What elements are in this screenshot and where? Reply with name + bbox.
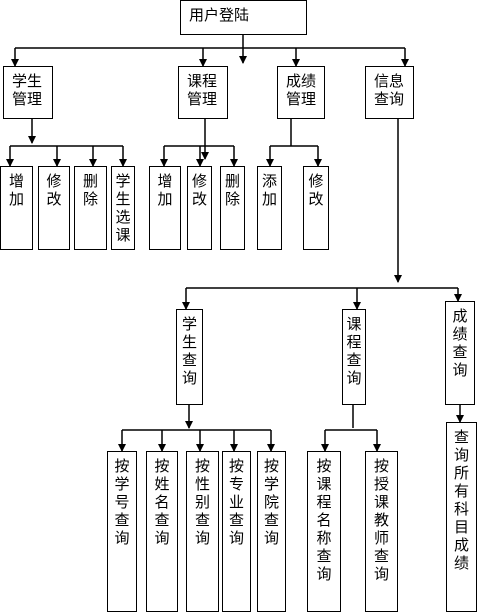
leaf-label: 按姓名查询 <box>154 457 170 547</box>
leaf-label: 增加 <box>8 172 24 208</box>
leaf-query-by-teacher: 按授课教师查询 <box>365 451 398 612</box>
module-label: 课程管理 <box>187 72 218 108</box>
leaf-query-by-major: 按专业查询 <box>222 451 251 612</box>
root-label: 用户登陆 <box>189 6 250 24</box>
leaf-label: 按专业查询 <box>228 457 244 547</box>
leaf-label: 按授课教师查询 <box>373 457 389 583</box>
leaf-course-edit: 修改 <box>187 166 212 250</box>
query-grade: 成绩查询 <box>445 301 475 405</box>
leaf-label: 增加 <box>157 172 173 208</box>
leaf-query-by-gender: 按性别查询 <box>186 451 219 612</box>
leaf-student-delete: 删除 <box>74 166 107 250</box>
module-grade-management: 成绩管理 <box>277 66 325 119</box>
leaf-label: 按课程名称查询 <box>316 457 332 583</box>
leaf-query-all-grades: 查询所有科目成绩 <box>446 422 477 612</box>
leaf-query-by-name: 按姓名查询 <box>146 451 178 612</box>
leaf-query-by-student-id: 按学号查询 <box>107 451 137 612</box>
leaf-label: 按学号查询 <box>114 457 130 547</box>
leaf-label: 按学院查询 <box>263 457 279 547</box>
leaf-student-add: 增加 <box>0 166 33 250</box>
root-node: 用户登陆 <box>180 0 307 35</box>
module-label: 学生管理 <box>12 72 43 108</box>
leaf-student-course-selection: 学生选课 <box>111 166 135 250</box>
leaf-label: 删除 <box>82 172 98 208</box>
query-student: 学生查询 <box>176 309 203 405</box>
leaf-student-edit: 修改 <box>38 166 70 250</box>
leaf-course-delete: 删除 <box>220 166 245 250</box>
module-student-management: 学生管理 <box>3 66 53 119</box>
query-label: 学生查询 <box>181 315 197 387</box>
leaf-grade-edit: 修改 <box>303 166 329 250</box>
leaf-label: 按性别查询 <box>194 457 210 547</box>
leaf-query-by-college: 按学院查询 <box>257 451 286 612</box>
leaf-query-by-course-name: 按课程名称查询 <box>307 451 341 612</box>
leaf-label: 修改 <box>46 172 62 208</box>
module-label: 信息查询 <box>374 72 405 108</box>
module-label: 成绩管理 <box>286 72 317 108</box>
leaf-course-add: 增加 <box>149 166 181 250</box>
leaf-label: 修改 <box>191 172 207 208</box>
leaf-label: 添加 <box>261 172 277 208</box>
leaf-label: 学生选课 <box>115 172 131 244</box>
leaf-label: 修改 <box>308 172 324 208</box>
leaf-label: 查询所有科目成绩 <box>453 428 469 572</box>
module-course-management: 课程管理 <box>178 66 228 119</box>
module-info-query: 信息查询 <box>365 66 414 119</box>
leaf-grade-add: 添加 <box>257 166 282 250</box>
query-course: 课程查询 <box>342 309 366 405</box>
query-label: 课程查询 <box>346 315 362 387</box>
leaf-label: 删除 <box>224 172 240 208</box>
query-label: 成绩查询 <box>452 307 468 379</box>
